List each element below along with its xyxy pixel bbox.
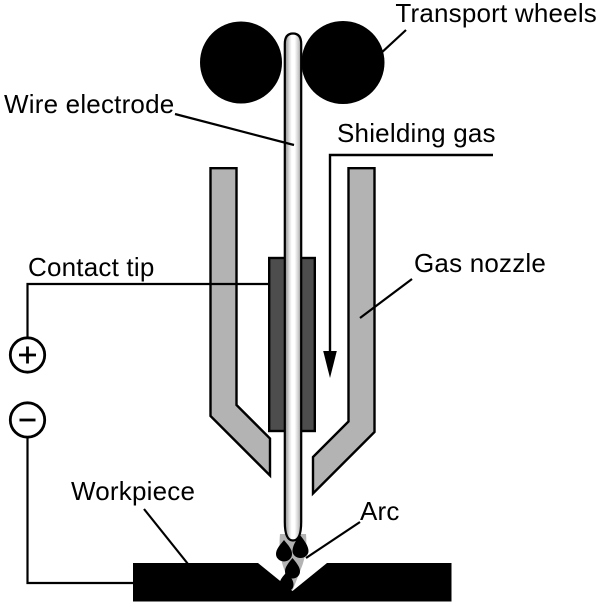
gas-nozzle-leader-line — [359, 278, 413, 319]
down-arrow-icon — [323, 351, 337, 378]
workpiece-leader-line — [143, 508, 189, 565]
plus-icon — [19, 346, 36, 364]
transport-wheel-right — [301, 21, 385, 104]
droplet — [285, 558, 300, 579]
droplet — [279, 572, 294, 592]
transport-wheel-left — [200, 21, 282, 104]
arc-label: Arc — [360, 496, 400, 526]
shielding-gas-flow-line — [328, 153, 493, 353]
arc-leader-line — [305, 521, 361, 559]
transport-wheels-label: Transport wheels — [395, 0, 597, 28]
transport-wheels-leader-line — [379, 29, 407, 55]
negative-circuit-wire — [26, 437, 135, 585]
droplet — [276, 540, 292, 562]
wire-electrode-label: Wire electrode — [4, 89, 174, 119]
gas-nozzle-left — [209, 167, 272, 479]
workpiece-block — [133, 563, 452, 602]
positive-circuit-wire — [26, 282, 270, 338]
shielding-gas-label: Shielding gas — [337, 118, 496, 148]
workpiece-label: Workpiece — [71, 476, 195, 506]
gas-nozzle-label: Gas nozzle — [414, 248, 546, 278]
wire-electrode-rod — [283, 32, 303, 542]
droplet — [292, 535, 309, 558]
wire-electrode-leader-line — [174, 112, 295, 147]
gas-nozzle-right — [311, 167, 376, 497]
contact-tip-label: Contact tip — [28, 252, 155, 282]
